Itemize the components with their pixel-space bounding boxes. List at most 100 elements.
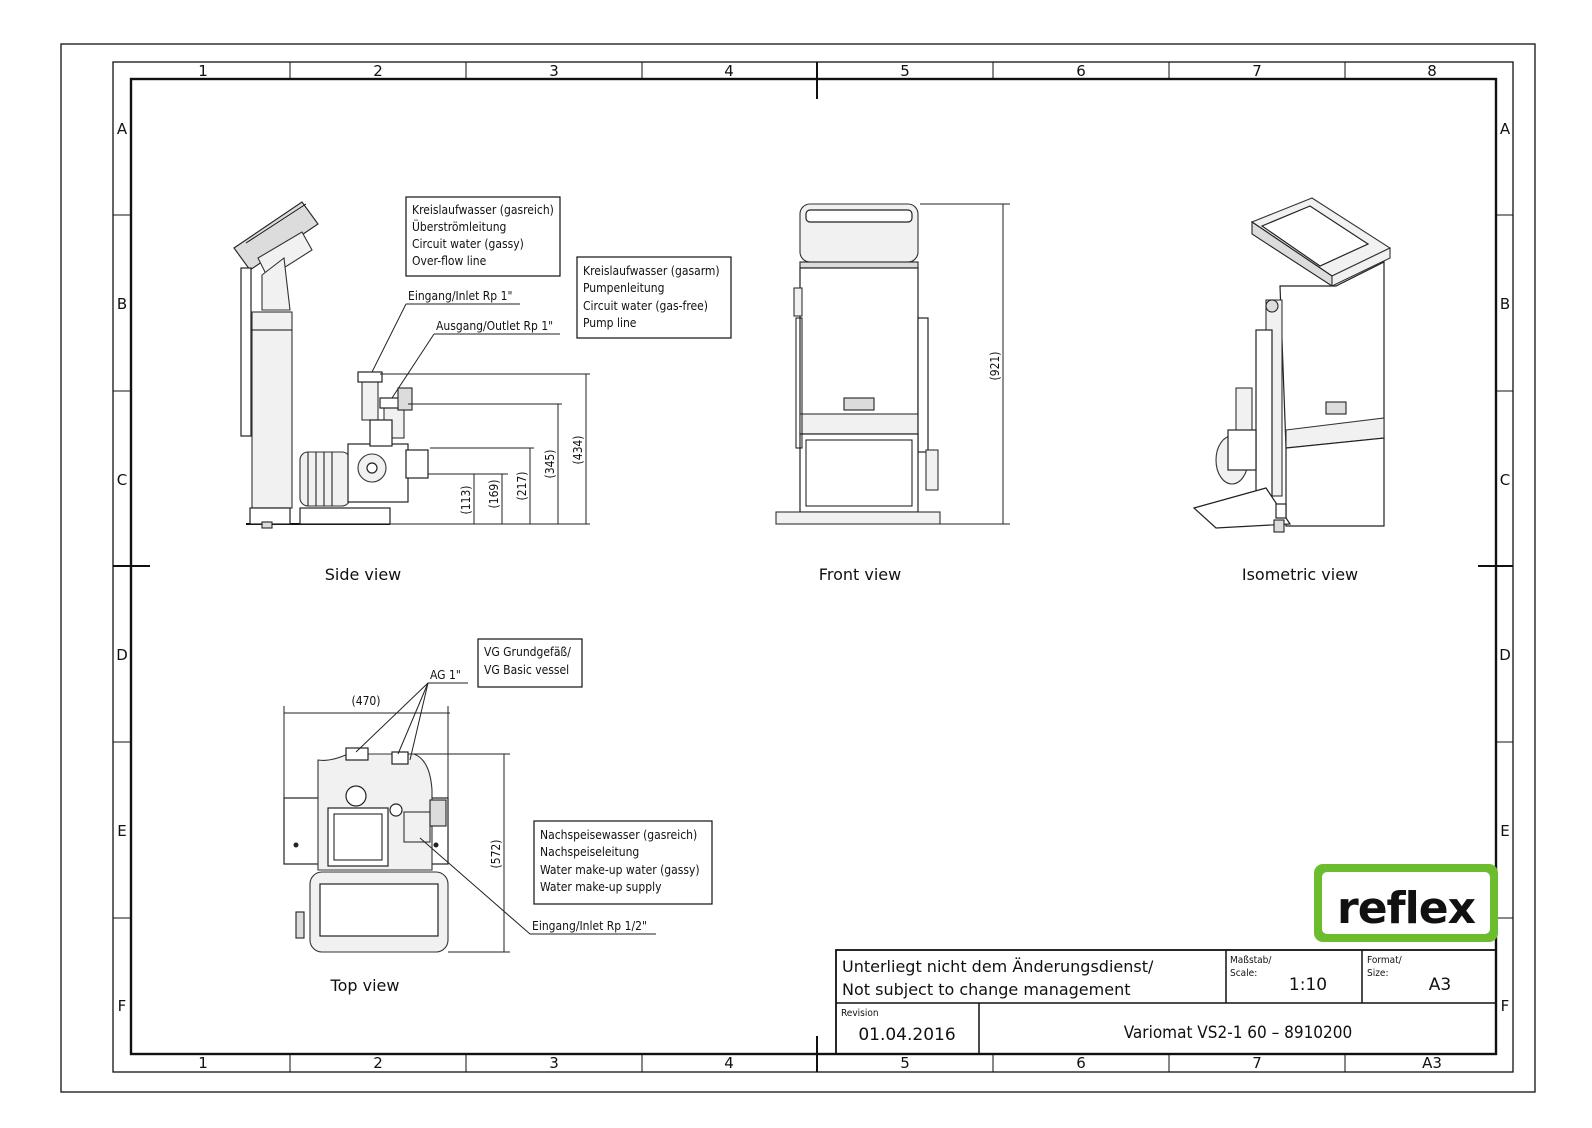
row-label-c: C bbox=[117, 471, 127, 489]
reflex-logo: reflex bbox=[1314, 864, 1498, 942]
isometric-view-drawing bbox=[1192, 197, 1392, 533]
top-ag-label: AG 1" bbox=[430, 668, 461, 682]
col-label-bottom-5: 5 bbox=[900, 1054, 910, 1072]
title-notice-line2: Not subject to change management bbox=[842, 980, 1131, 999]
side-view-drawing bbox=[233, 201, 429, 529]
front-dimensions: (921) bbox=[920, 203, 1010, 525]
row-label-b: B bbox=[117, 295, 127, 313]
side-dim-169: (169) bbox=[487, 479, 501, 508]
top-ag-leader: AG 1" bbox=[355, 668, 468, 761]
side-box1-line2: Überströmleitung bbox=[412, 218, 506, 234]
title-scale-label-1: Maßstab/ bbox=[1230, 955, 1272, 966]
side-box2-line3: Circuit water (gas-free) bbox=[583, 299, 708, 313]
row-label-e: E bbox=[117, 822, 126, 840]
top-annotation-box-makeup: Nachspeisewasser (gasreich) Nachspeisele… bbox=[533, 820, 713, 905]
col-label-4: 4 bbox=[724, 62, 734, 80]
front-dim-921: (921) bbox=[988, 351, 1002, 380]
col-label-bottom-1: 1 bbox=[198, 1054, 208, 1072]
row-label-right-a: A bbox=[1500, 120, 1511, 138]
front-lower-cabinet bbox=[799, 433, 919, 513]
row-label-f: F bbox=[118, 997, 127, 1015]
iso-base bbox=[1192, 487, 1292, 529]
side-box2-line2: Pumpenleitung bbox=[583, 281, 664, 295]
top-annotation-box-vessel: VG Grundgefäß/ VG Basic vessel bbox=[477, 638, 583, 688]
side-dim-113: (113) bbox=[459, 485, 473, 514]
top-box-vessel-line1: VG Grundgefäß/ bbox=[484, 645, 571, 659]
col-label-bottom-6: 6 bbox=[1076, 1054, 1086, 1072]
row-labels-left: A B C D E F bbox=[116, 120, 128, 1015]
front-view-drawing bbox=[775, 203, 941, 525]
col-label-2: 2 bbox=[373, 62, 383, 80]
row-label-right-d: D bbox=[1499, 646, 1511, 664]
column-dividers bbox=[289, 62, 1346, 1072]
side-leaders: Eingang/Inlet Rp 1" Ausgang/Outlet Rp 1" bbox=[371, 289, 560, 399]
side-box2-line1: Kreislaufwasser (gasarm) bbox=[583, 264, 720, 278]
top-box-makeup-line1: Nachspeisewasser (gasreich) bbox=[540, 828, 697, 842]
title-scale-label-2: Scale: bbox=[1230, 968, 1257, 979]
row-label-a: A bbox=[117, 120, 128, 138]
front-base bbox=[775, 511, 941, 525]
side-box2-line4: Pump line bbox=[583, 316, 637, 330]
side-inlet-label: Eingang/Inlet Rp 1" bbox=[408, 289, 512, 303]
side-dim-345: (345) bbox=[543, 449, 557, 478]
top-dimensions: (470) (572) bbox=[283, 694, 510, 953]
col-label-6: 6 bbox=[1076, 62, 1086, 80]
isometric-view-caption: Isometric view bbox=[1242, 565, 1358, 584]
top-inlet-leader: Eingang/Inlet Rp 1/2" bbox=[419, 837, 656, 935]
side-view-caption: Side view bbox=[325, 565, 402, 584]
row-label-right-b: B bbox=[1500, 295, 1510, 313]
iso-housing bbox=[1279, 261, 1385, 449]
col-label-1: 1 bbox=[198, 62, 208, 80]
front-logo-plate bbox=[843, 397, 875, 411]
side-box1-line1: Kreislaufwasser (gasreich) bbox=[412, 203, 554, 217]
top-box-makeup-line4: Water make-up supply bbox=[540, 880, 662, 894]
title-format-value: A3 bbox=[1429, 975, 1451, 995]
col-label-bottom-7: 7 bbox=[1252, 1054, 1262, 1072]
title-scale-value: 1:10 bbox=[1289, 975, 1327, 995]
col-label-8: 8 bbox=[1427, 62, 1437, 80]
column-labels-top: 1 2 3 4 5 6 7 8 bbox=[198, 62, 1437, 80]
title-notice-line1: Unterliegt nicht dem Änderungsdienst/ bbox=[842, 957, 1154, 976]
column-labels-bottom: 1 2 3 4 5 6 7 A3 bbox=[198, 1054, 1442, 1072]
front-view-caption: Front view bbox=[819, 565, 901, 584]
side-annotation-box-1: Kreislaufwasser (gasreich) Überströmleit… bbox=[405, 196, 561, 277]
col-label-bottom-2: 2 bbox=[373, 1054, 383, 1072]
side-panel-head bbox=[233, 201, 319, 271]
title-revision-label: Revision bbox=[841, 1008, 879, 1019]
col-label-3: 3 bbox=[549, 62, 559, 80]
top-inlet-label: Eingang/Inlet Rp 1/2" bbox=[532, 919, 647, 933]
sheet-outer-frame bbox=[60, 43, 1536, 1093]
top-box-vessel-line2: VG Basic vessel bbox=[484, 663, 569, 677]
row-label-right-e: E bbox=[1500, 822, 1509, 840]
title-drawing-name: Variomat VS2-1 60 – 8910200 bbox=[1124, 1023, 1352, 1043]
col-label-bottom-4: 4 bbox=[724, 1054, 734, 1072]
side-housing bbox=[251, 311, 293, 509]
side-dim-217: (217) bbox=[515, 471, 529, 500]
top-view-caption: Top view bbox=[330, 976, 400, 995]
title-format-label-1: Format/ bbox=[1367, 955, 1403, 966]
col-label-5: 5 bbox=[900, 62, 910, 80]
side-dim-434: (434) bbox=[571, 435, 585, 464]
side-box1-line3: Circuit water (gassy) bbox=[412, 237, 524, 251]
top-dim-470: (470) bbox=[351, 694, 380, 708]
centering-marks bbox=[113, 62, 1513, 1072]
side-annotation-box-2: Kreislaufwasser (gasarm) Pumpenleitung C… bbox=[576, 256, 732, 339]
side-outlet-label: Ausgang/Outlet Rp 1" bbox=[436, 319, 553, 333]
row-label-right-f: F bbox=[1501, 997, 1510, 1015]
side-box1-line4: Over-flow line bbox=[412, 254, 487, 268]
title-format-label-2: Size: bbox=[1367, 968, 1389, 979]
top-dim-572: (572) bbox=[489, 839, 503, 868]
top-box-makeup-line2: Nachspeiseleitung bbox=[540, 845, 639, 859]
col-label-bottom-3: 3 bbox=[549, 1054, 559, 1072]
row-label-right-c: C bbox=[1500, 471, 1510, 489]
title-block: Unterliegt nicht dem Änderungsdienst/ No… bbox=[835, 949, 1497, 1055]
top-view-drawing bbox=[283, 747, 449, 953]
col-label-bottom-8: A3 bbox=[1422, 1054, 1442, 1072]
row-dividers bbox=[113, 214, 1513, 919]
title-revision-date: 01.04.2016 bbox=[858, 1025, 955, 1045]
side-dimensions: (113) (169) (217) (345) (434) bbox=[380, 373, 590, 525]
row-label-d: D bbox=[116, 646, 128, 664]
col-label-7: 7 bbox=[1252, 62, 1262, 80]
row-labels-right: A B C D E F bbox=[1499, 120, 1511, 1015]
